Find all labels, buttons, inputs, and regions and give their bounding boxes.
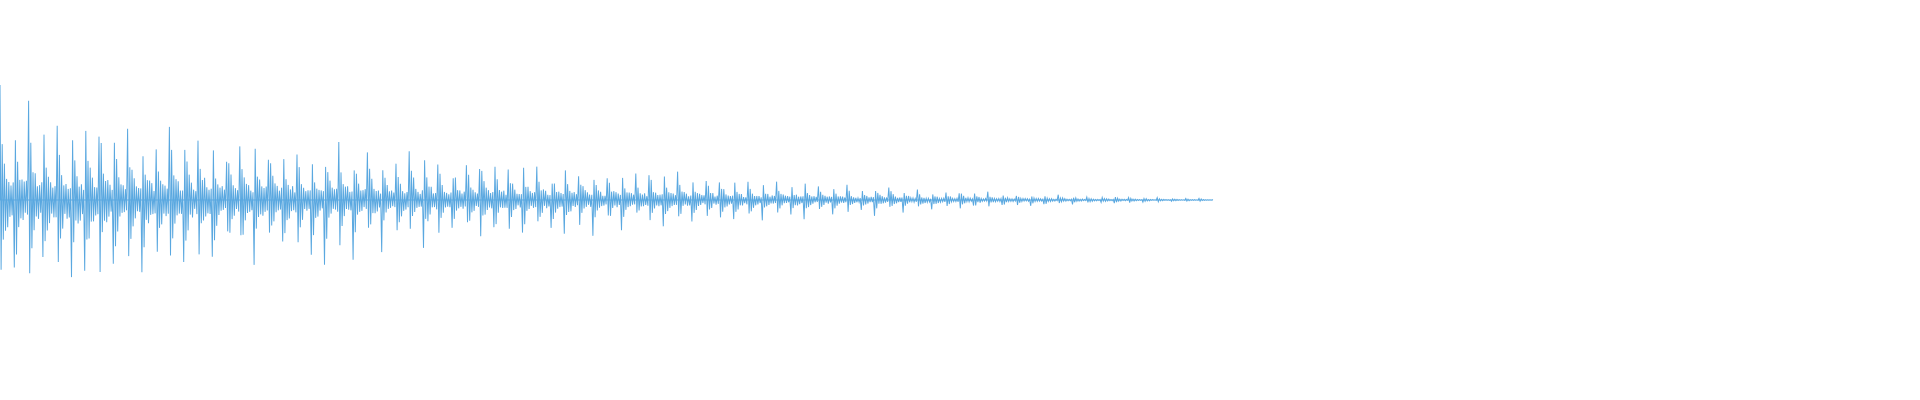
waveform-path bbox=[0, 84, 1214, 278]
